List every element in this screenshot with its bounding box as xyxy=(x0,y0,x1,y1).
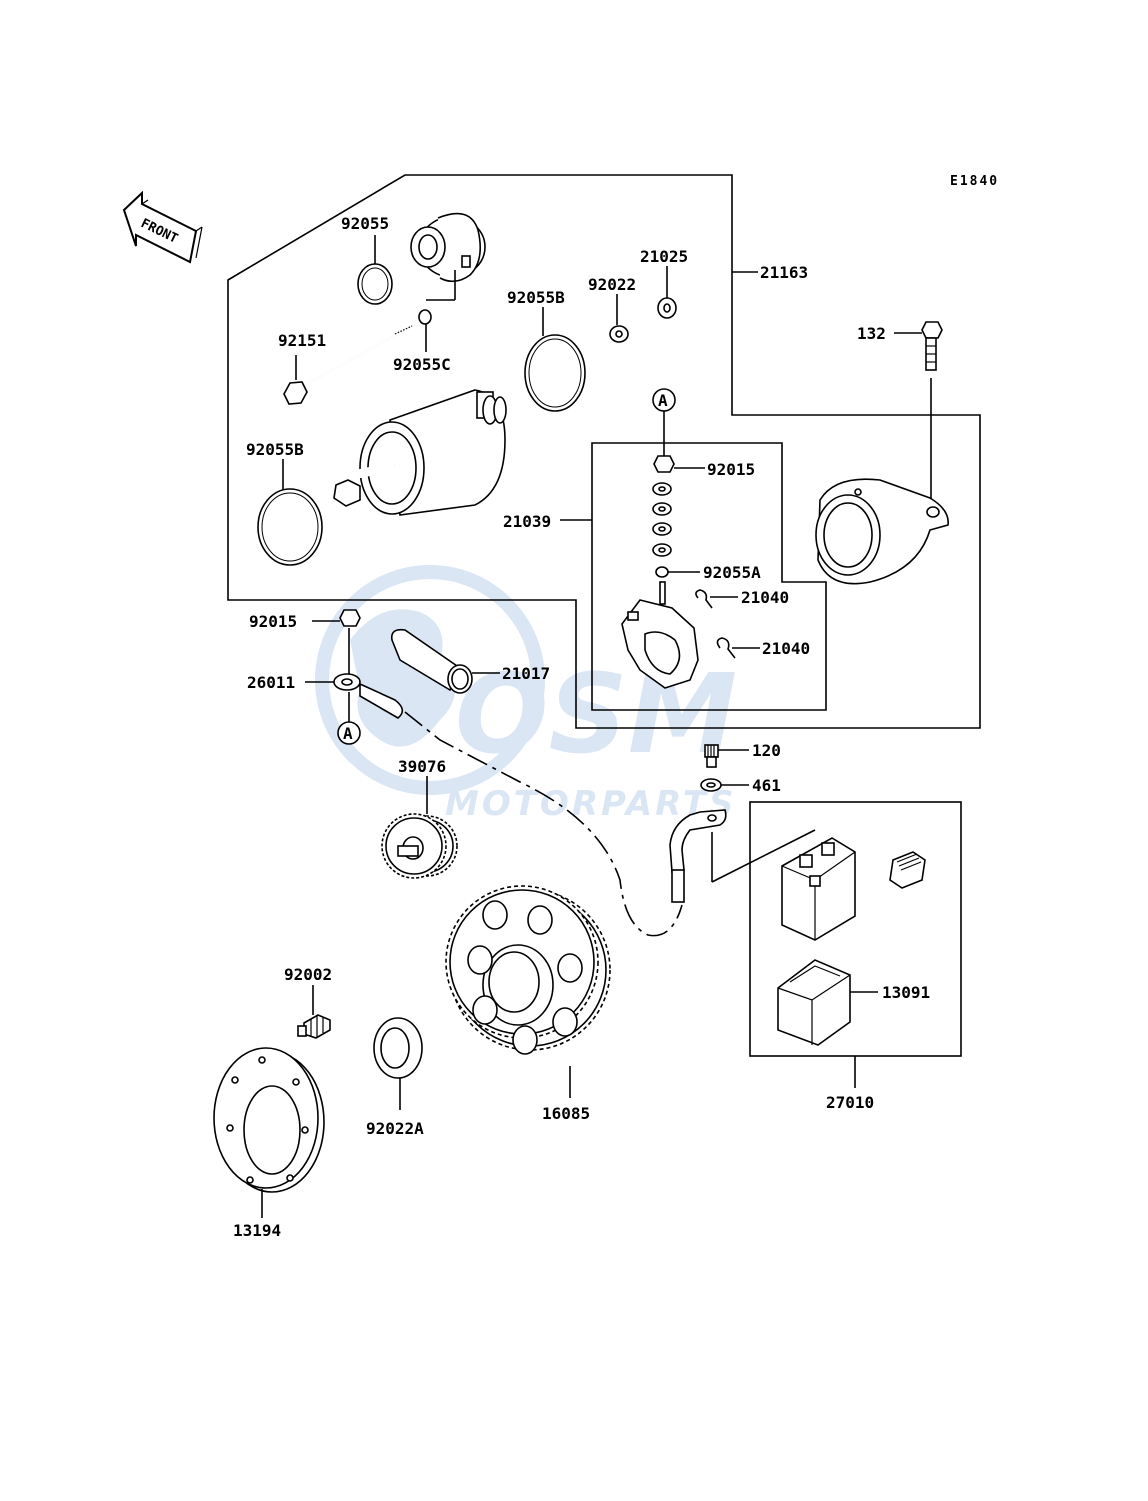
label-21025: 21025 xyxy=(640,247,688,266)
nut-92015-left xyxy=(339,609,361,627)
front-arrow-icon: FRONT xyxy=(122,190,203,264)
motor-front-housing xyxy=(815,478,949,585)
label-21040-b: 21040 xyxy=(762,639,810,658)
through-bolt-92151 xyxy=(283,325,413,405)
nut-92015-top xyxy=(653,455,675,473)
svg-text:A: A xyxy=(343,724,353,743)
brush-spring-21040-b xyxy=(716,637,736,659)
terminal-boot-21017 xyxy=(390,628,473,694)
label-13194: 13194 xyxy=(233,1221,281,1240)
starter-motor-yoke xyxy=(333,389,507,516)
fuse xyxy=(889,851,926,889)
o-ring-92055a xyxy=(655,566,669,578)
label-92055: 92055 xyxy=(341,214,389,233)
watermark-continents-icon xyxy=(350,609,455,747)
label-132: 132 xyxy=(857,324,886,343)
starter-clutch-gear-16085 xyxy=(445,885,611,1055)
label-13091: 13091 xyxy=(882,983,930,1002)
label-120: 120 xyxy=(752,741,781,760)
lead-terminal-26011 xyxy=(333,673,404,719)
label-92002: 92002 xyxy=(284,965,332,984)
label-39076: 39076 xyxy=(398,757,446,776)
bolt-120 xyxy=(704,744,719,768)
ref-mark-a-bottom xyxy=(337,721,361,745)
brush-plate xyxy=(621,581,699,689)
o-ring-92055b-top xyxy=(524,334,586,412)
starter-cable xyxy=(404,711,683,937)
label-92022: 92022 xyxy=(588,275,636,294)
watermark-globe-icon xyxy=(315,565,545,795)
washer-92022a xyxy=(373,1017,423,1079)
label-92022a: 92022A xyxy=(366,1119,424,1138)
idler-gear-39076 xyxy=(381,813,458,879)
label-92055a: 92055A xyxy=(703,563,761,582)
bolt-132 xyxy=(921,321,943,371)
o-ring-92055c xyxy=(418,309,432,325)
relay-cover-13091 xyxy=(777,959,851,1046)
label-92055c: 92055C xyxy=(393,355,451,374)
label-16085: 16085 xyxy=(542,1104,590,1123)
o-ring-92055 xyxy=(357,263,393,305)
label-92055b-top: 92055B xyxy=(507,288,565,307)
diagram-code: E1840 xyxy=(950,174,999,189)
starter-assembly-outline xyxy=(227,174,981,729)
label-92015-left: 92015 xyxy=(249,612,297,631)
label-21017: 21017 xyxy=(502,664,550,683)
label-92015-top: 92015 xyxy=(707,460,755,479)
starter-relay xyxy=(781,837,856,941)
label-461: 461 xyxy=(752,776,781,795)
relay-lead-terminal xyxy=(669,809,727,903)
label-92055b-left: 92055B xyxy=(246,440,304,459)
motor-end-cover xyxy=(410,212,486,283)
svg-text:A: A xyxy=(658,391,668,410)
label-21039: 21039 xyxy=(503,512,551,531)
bolt-92002 xyxy=(297,1014,331,1039)
o-ring-92055b-left xyxy=(257,488,323,566)
label-21040-a: 21040 xyxy=(741,588,789,607)
brush-holder-outline xyxy=(591,442,827,711)
one-way-clutch-13194 xyxy=(213,1047,325,1193)
label-27010: 27010 xyxy=(826,1093,874,1112)
label-21163: 21163 xyxy=(760,263,808,282)
label-26011: 26011 xyxy=(247,673,295,692)
brush-spring-21040-a xyxy=(695,589,713,609)
washer-stack xyxy=(652,482,672,557)
label-92151: 92151 xyxy=(278,331,326,350)
